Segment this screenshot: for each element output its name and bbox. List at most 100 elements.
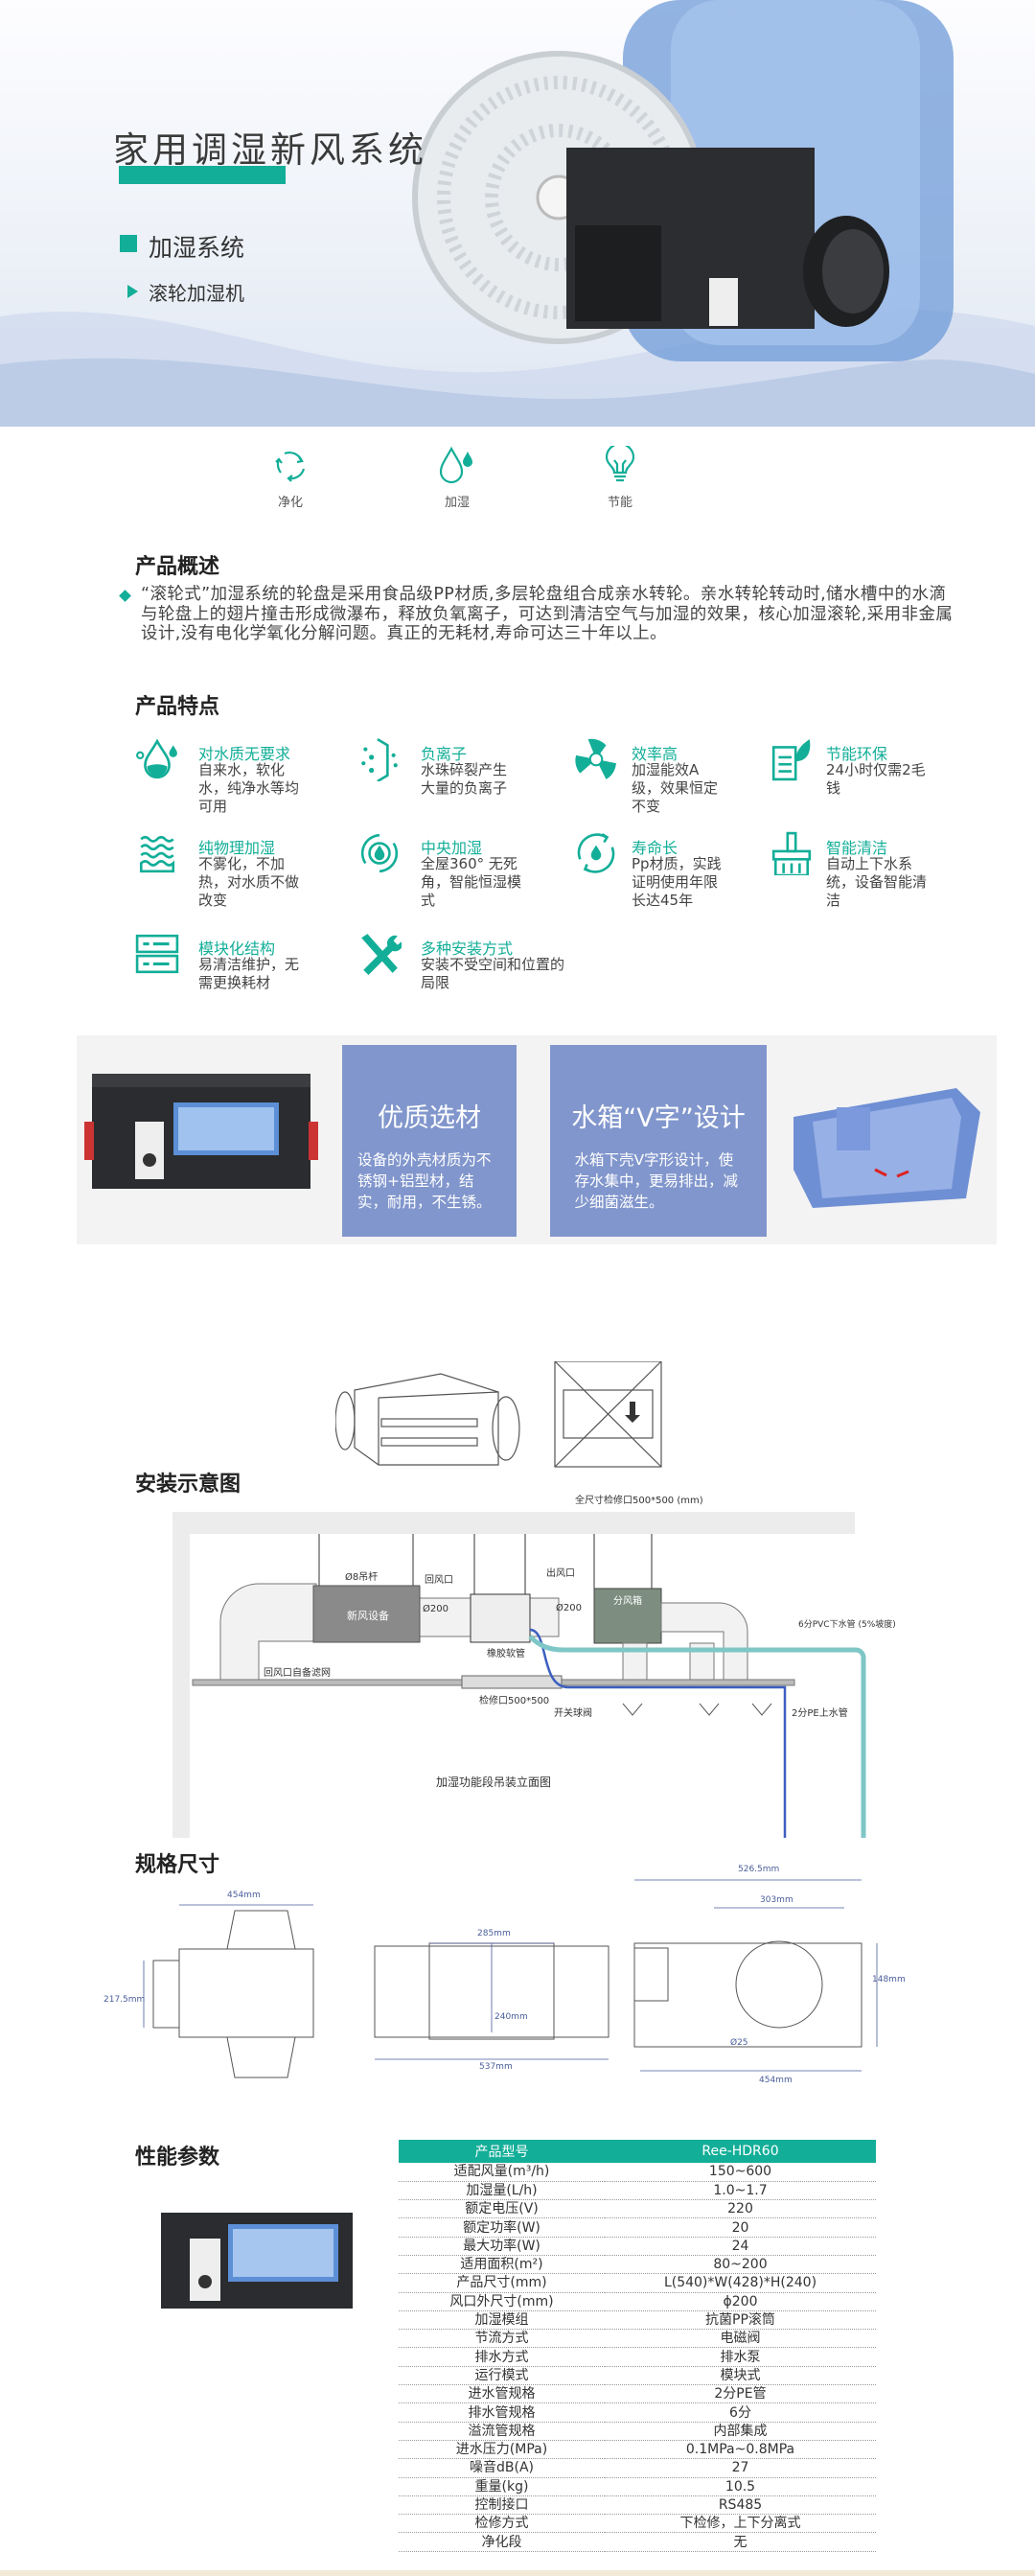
dim-label: 454mm [227,1891,261,1900]
table-row: 节流方式电磁阀 [399,2329,876,2349]
page-title: 家用调湿新风系统 [113,129,427,171]
fresh-air-unit-label: 新风设备 [347,1610,389,1622]
feature-description: 24小时仅需2毛钱 [826,761,926,797]
spec-name: 进水管规格 [399,2384,605,2404]
table-row: 溢流管规格内部集成 [399,2422,876,2441]
feature-description: 水珠碎裂产生大量的负离子 [421,761,508,797]
table-header-row: 产品型号 Ree-HDR60 [399,2140,876,2163]
install-heading: 安装示意图 [135,1473,242,1497]
triangle-bullet-icon [127,285,138,298]
spec-value: 6分 [605,2402,876,2423]
diamond-bullet-icon [119,590,131,602]
feature-description: 易清洁维护，无需更换耗材 [198,956,300,991]
recycle-icon [275,452,306,482]
install-elevation-drawing [192,1534,866,1838]
badge-label: 加湿 [444,496,470,510]
spec-value: 排水泵 [605,2347,876,2367]
spec-value: 1.0~1.7 [605,2181,876,2201]
outlet-label: 出风口 [546,1568,575,1579]
table-row: 进水压力(MPa)0.1MPa~0.8MPa [399,2440,876,2460]
table-row: 最大功率(W)24 [399,2237,876,2256]
badge-humidify: 加湿 [400,446,515,510]
spec-value: 0.1MPa~0.8MPa [605,2440,876,2460]
access-caption: 全尺寸检修口500*500 (mm) [575,1496,703,1506]
feature-title: 负离子 [421,745,468,763]
header-cell: 产品型号 [399,2140,605,2163]
feature-title: 多种安装方式 [421,940,514,958]
spec-name: 风口外尺寸(mm) [399,2292,605,2311]
header-cell: Ree-HDR60 [605,2140,876,2163]
light-bulb-icon [605,446,635,482]
feature-icon [136,738,177,779]
spec-name: 额定功率(W) [399,2217,605,2238]
feature-title: 效率高 [632,745,678,763]
feature-title: 寿命长 [632,839,678,857]
feature-title: 智能清洁 [826,839,888,857]
dim-label: 285mm [477,1929,511,1938]
feature-icon [577,833,615,873]
hose-label: 橡胶软管 [487,1649,525,1659]
table-row: 额定功率(W)20 [399,2217,876,2238]
table-row: 净化段无 [399,2532,876,2552]
hero-banner: 家用调湿新风系统 加湿系统 滚轮加湿机 [0,0,1035,427]
hero-product-name: 滚轮加湿机 [149,282,244,305]
spec-value: 10.5 [605,2477,876,2496]
feature-description: Pp材质，实践证明使用年限长达45年 [632,855,722,909]
panel-text: 设备的外壳材质为不锈钢+铝型材，结实，耐用，不生锈。 [357,1151,492,1211]
overview-heading: 产品概述 [135,555,220,579]
spec-name: 噪音dB(A) [399,2458,605,2478]
spec-name: 适用面积(m²) [399,2255,605,2275]
spec-value: 150~600 [605,2163,876,2182]
square-bullet-icon [120,235,137,252]
hero-subtitle: 加湿系统 [149,234,245,262]
water-tank-render [794,1088,980,1208]
return-air-label: 回风口 [425,1575,453,1586]
spec-name: 溢流管规格 [399,2422,605,2441]
table-row: 噪音dB(A)27 [399,2458,876,2478]
spec-value: 下检修，上下分离式 [605,2514,876,2534]
dim-label: 454mm [759,2076,793,2085]
panel-title: 水箱“V字”设计 [571,1103,746,1133]
feature-description: 安装不受空间和位置的局限 [421,956,565,991]
table-row: 风口外尺寸(mm)ϕ200 [399,2292,876,2311]
dim-label: 537mm [479,2062,513,2072]
spec-value: 20 [605,2217,876,2238]
spec-name: 节流方式 [399,2329,605,2349]
drain-pipe-label: 6分PVC下水管 (5%坡度) [798,1620,896,1630]
spec-value: 抗菌PP滚筒 [605,2310,876,2331]
panel-quality-materials: 优质选材 设备的外壳材质为不锈钢+铝型材，结实，耐用，不生锈。 [342,1045,517,1237]
supply-pipe-label: 2分PE上水管 [792,1708,848,1719]
feature-title: 纯物理加湿 [198,839,276,857]
valve-label: 开关球阀 [554,1708,592,1719]
table-row: 额定电压(V)220 [399,2199,876,2219]
spec-value: 80~200 [605,2255,876,2275]
feature-description: 全屋360° 无死角，智能恒湿模式 [421,855,522,909]
dim-label: Ø25 [730,2038,748,2048]
spec-name: 加湿模组 [399,2310,605,2331]
access-port-label: 检修口500*500 [479,1696,550,1706]
table-row: 检修方式下检修，上下分离式 [399,2514,876,2534]
dimension-drawings [143,1879,878,2078]
feature-icon [771,739,811,781]
filter-label: 回风口自备滤网 [264,1668,331,1679]
table-row: 适用面积(m²)80~200 [399,2255,876,2275]
title-underline [119,166,286,184]
feature-title: 中央加湿 [421,839,483,857]
spec-value: 220 [605,2199,876,2219]
spec-name: 运行模式 [399,2366,605,2386]
feature-description: 自来水，软化水，纯净水等均可用 [198,761,300,815]
feature-description: 自动上下水系统，设备智能清洁 [826,855,928,909]
dimensions-heading: 规格尺寸 [135,1853,220,1877]
feature-title: 对水质无要求 [198,745,291,763]
spec-name: 加湿量(L/h) [399,2181,605,2201]
spec-name: 排水方式 [399,2347,605,2367]
spec-name: 最大功率(W) [399,2237,605,2256]
panel-title: 优质选材 [378,1103,481,1133]
table-row: 运行模式模块式 [399,2366,876,2386]
table-row: 产品尺寸(mm)L(540)*W(428)*H(240) [399,2273,876,2293]
dim-label: 303mm [760,1895,794,1905]
feature-description: 不雾化，不加热，对水质不做改变 [198,855,300,909]
